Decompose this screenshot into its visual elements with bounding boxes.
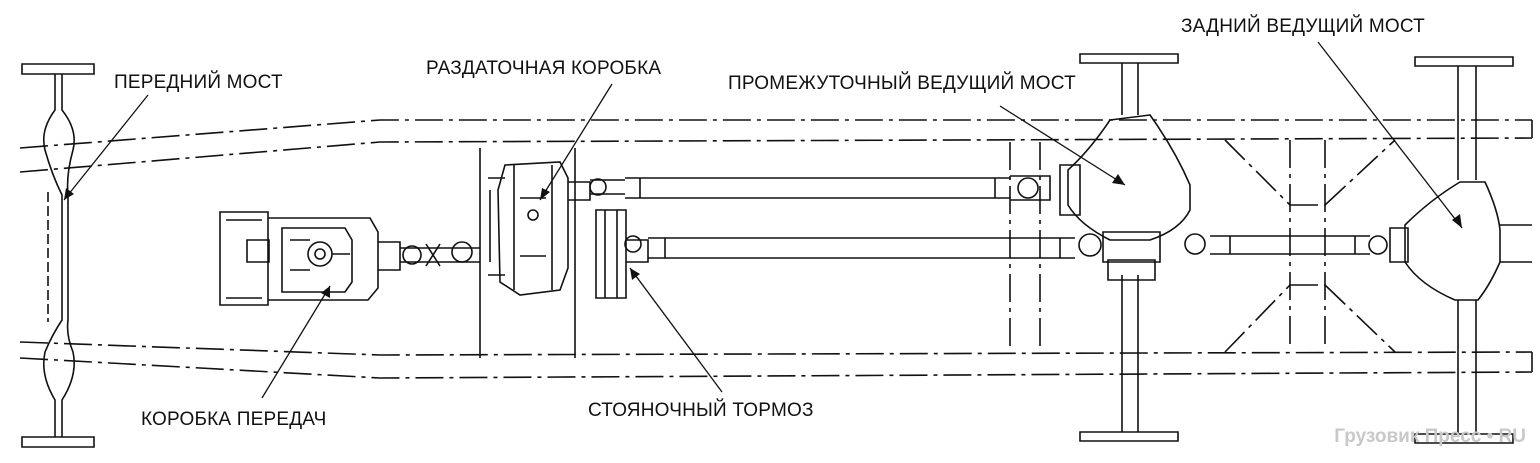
label-front-axle: ПЕРЕДНИЙ МОСТ — [114, 72, 283, 93]
front-axle — [22, 64, 94, 447]
propshaft-to-rear-axle — [625, 232, 1387, 262]
transfer-case — [480, 148, 590, 358]
gearbox — [220, 212, 400, 305]
label-transfer-case: РАЗДАТОЧНАЯ КОРОБКА — [426, 58, 662, 79]
rear-axle — [1390, 57, 1532, 443]
middle-axle — [1060, 54, 1190, 441]
label-rear-drive-axle: ЗАДНИЙ ВЕДУЩИЙ МОСТ — [1181, 16, 1425, 37]
label-parking-brake: СТОЯНОЧНЫЙ ТОРМОЗ — [588, 400, 814, 421]
arrowheads — [64, 174, 1462, 298]
label-gearbox: КОРОБКА ПЕРЕДАЧ — [141, 409, 327, 430]
propshaft-to-middle-axle — [590, 176, 1050, 200]
leader-lines — [64, 42, 1462, 398]
front-propshaft — [400, 242, 480, 266]
label-middle-drive-axle: ПРОМЕЖУТОЧНЫЙ ВЕДУЩИЙ МОСТ — [728, 73, 1076, 94]
watermark: Грузовик Пресс • RU — [1334, 426, 1526, 447]
frame-rails — [20, 120, 1532, 378]
parking-brake — [596, 210, 648, 298]
frame-crossmembers — [1010, 140, 1395, 352]
